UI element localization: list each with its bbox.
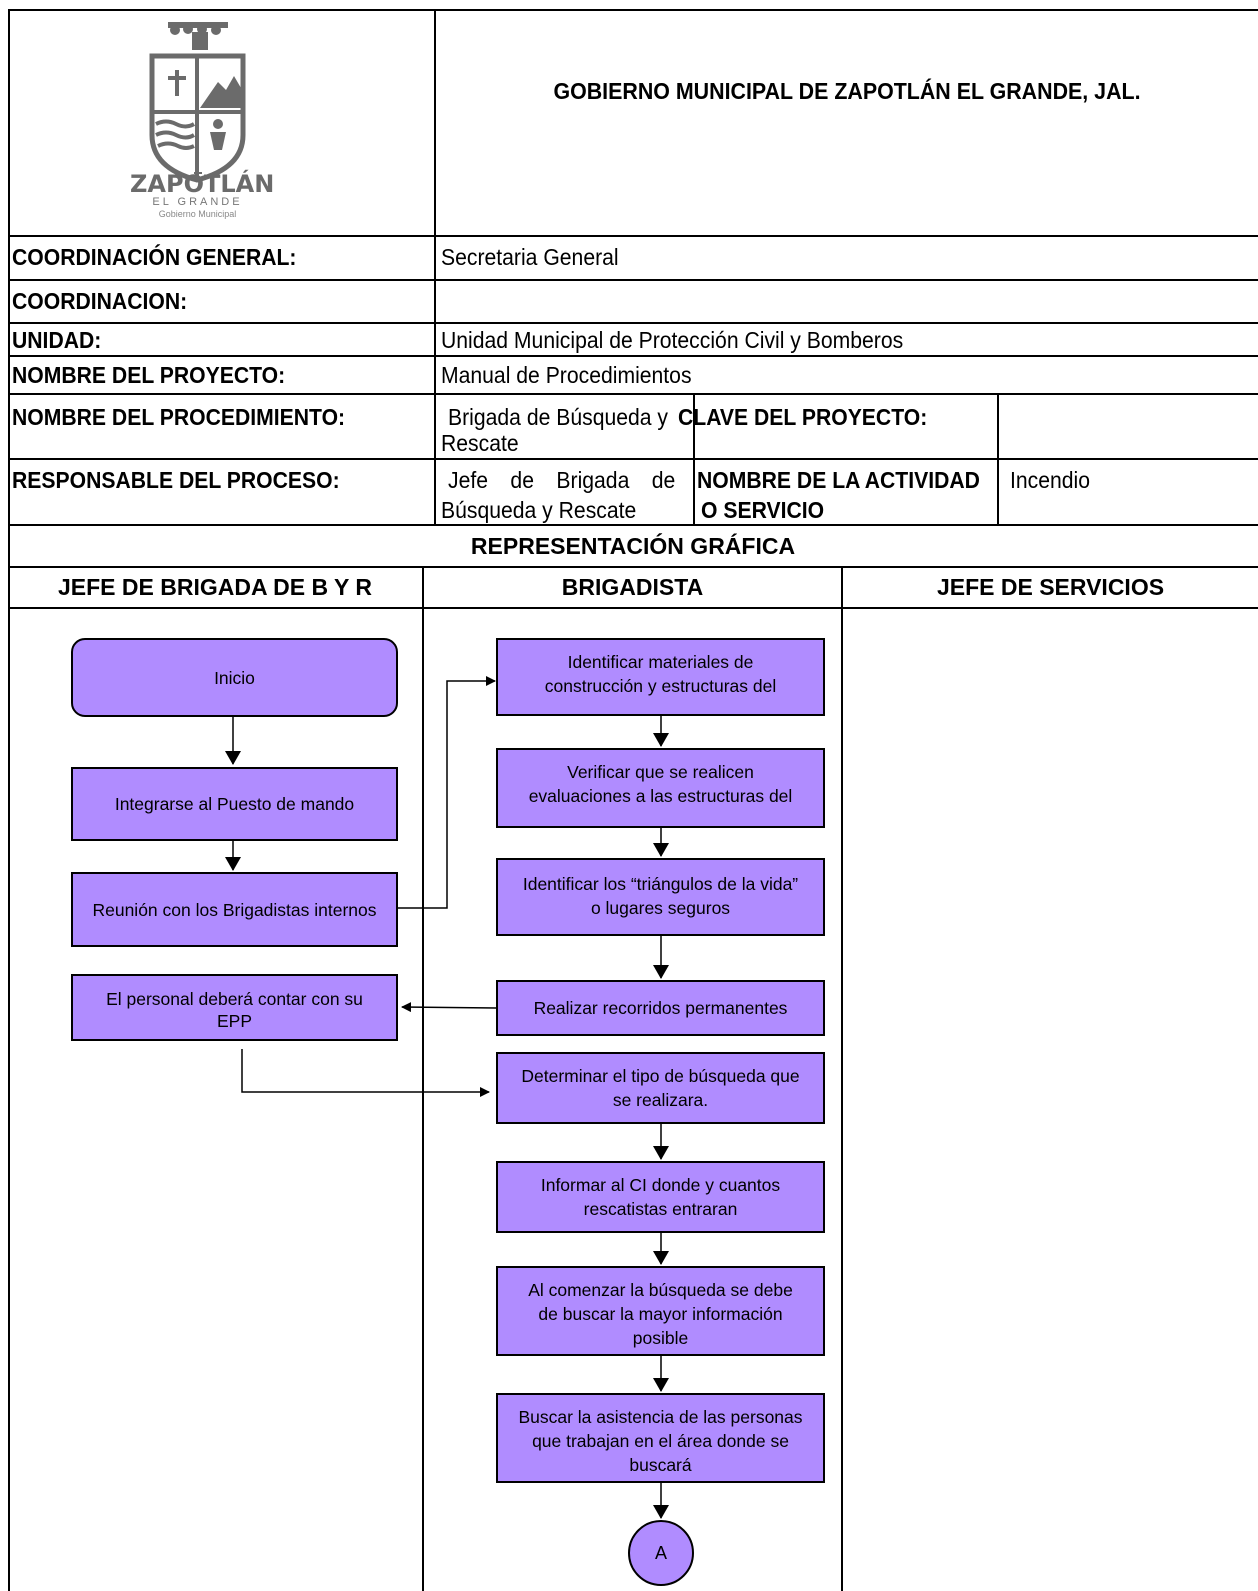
responsable-value-line1: Jefe de Brigada de: [448, 467, 676, 493]
step-text: se realizara.: [612, 1090, 709, 1110]
step-inicio: Inicio: [71, 638, 398, 717]
step-text: Buscar la asistencia de las personas: [518, 1407, 803, 1427]
step-text: o lugares seguros: [590, 898, 731, 918]
unidad-label: UNIDAD:: [12, 327, 102, 353]
step-text: El personal deberá contar con su: [106, 989, 363, 1009]
step-text: Al comenzar la búsqueda se debe: [528, 1280, 793, 1300]
step-text: Determinar el tipo de búsqueda que: [521, 1066, 800, 1086]
step-text: evaluaciones a las estructuras del: [528, 786, 793, 806]
step-epp: El personal deberá contar con su EPP: [71, 974, 398, 1041]
step-reunion: Reunión con los Brigadistas internos: [71, 872, 398, 947]
step-text: Reunión con los Brigadistas internos: [92, 899, 377, 920]
clave-proyecto-label: CLAVE DEL PROYECTO:: [678, 404, 928, 430]
nombre-proyecto-label: NOMBRE DEL PROYECTO:: [12, 362, 286, 388]
step-mayor-informacion: Al comenzar la búsqueda se debe de busca…: [496, 1266, 825, 1356]
lane-heading-jefe-servicios: JEFE DE SERVICIOS: [936, 574, 1165, 600]
actividad-value: Incendio: [1010, 467, 1091, 493]
step-tipo-busqueda: Determinar el tipo de búsqueda que se re…: [496, 1052, 825, 1124]
nombre-procedimiento-label: NOMBRE DEL PROCEDIMIENTO:: [12, 404, 346, 430]
actividad-label-line2: O SERVICIO: [701, 497, 825, 523]
step-text: construcción y estructuras del: [544, 676, 777, 696]
step-text: que trabajan en el área donde se: [532, 1431, 789, 1451]
step-text: Inicio: [214, 667, 255, 688]
step-text: Verificar que se realicen: [567, 762, 754, 782]
coordinacion-label: COORDINACION:: [12, 288, 188, 314]
connector-label: A: [654, 1542, 667, 1563]
step-text: Informar al CI donde y cuantos: [540, 1175, 781, 1195]
nombre-proyecto-value: Manual de Procedimientos: [441, 362, 692, 388]
step-integrarse: Integrarse al Puesto de mando: [71, 767, 398, 841]
step-identificar-materiales: Identificar materiales de construcción y…: [496, 638, 825, 716]
municipal-logo: ZAPOTLÁN EL GRANDE Gobierno Municipal: [130, 20, 275, 220]
nombre-procedimiento-value-line1: Brigada de Búsqueda y: [448, 404, 668, 430]
coordinacion-general-value: Secretaria General: [441, 244, 619, 270]
step-verificar: Verificar que se realicen evaluaciones a…: [496, 748, 825, 828]
coordinacion-general-label: COORDINACIÓN GENERAL:: [12, 244, 297, 270]
responsable-label: RESPONSABLE DEL PROCESO:: [12, 467, 340, 493]
step-recorridos: Realizar recorridos permanentes: [496, 980, 825, 1036]
step-text: Identificar materiales de: [567, 652, 754, 672]
step-informar-ci: Informar al CI donde y cuantos rescatist…: [496, 1161, 825, 1233]
responsable-value-line2: Búsqueda y Rescate: [441, 497, 637, 523]
step-asistencia-personas: Buscar la asistencia de las personas que…: [496, 1393, 825, 1483]
actividad-label-line1: NOMBRE DE LA ACTIVIDAD: [697, 467, 980, 493]
step-text: Realizar recorridos permanentes: [533, 998, 788, 1018]
lane-heading-brigadista: BRIGADISTA: [561, 574, 704, 600]
step-triangulos: Identificar los “triángulos de la vida” …: [496, 858, 825, 936]
step-text: posible: [632, 1328, 689, 1348]
logo-wordmark: ZAPOTLÁN: [130, 170, 275, 198]
lane-heading-jefe-brigada: JEFE DE BRIGADA DE B Y R: [58, 574, 372, 600]
document-title: GOBIERNO MUNICIPAL DE ZAPOTLÁN EL GRANDE…: [553, 78, 1141, 104]
step-text: EPP: [216, 1011, 253, 1031]
step-text: Identificar los “triángulos de la vida”: [522, 874, 799, 894]
section-title: REPRESENTACIÓN GRÁFICA: [470, 533, 796, 559]
step-text: de buscar la mayor información: [538, 1304, 783, 1324]
step-text: rescatistas entraran: [583, 1199, 738, 1219]
connector-a: A: [628, 1520, 694, 1586]
step-text: Integrarse al Puesto de mando: [114, 794, 355, 814]
step-text: buscará: [629, 1455, 692, 1475]
logo-caption: Gobierno Municipal: [158, 209, 237, 219]
unidad-value: Unidad Municipal de Protección Civil y B…: [441, 327, 904, 353]
logo-subtitle: EL GRANDE: [152, 196, 243, 208]
nombre-procedimiento-value-line2: Rescate: [441, 430, 519, 456]
